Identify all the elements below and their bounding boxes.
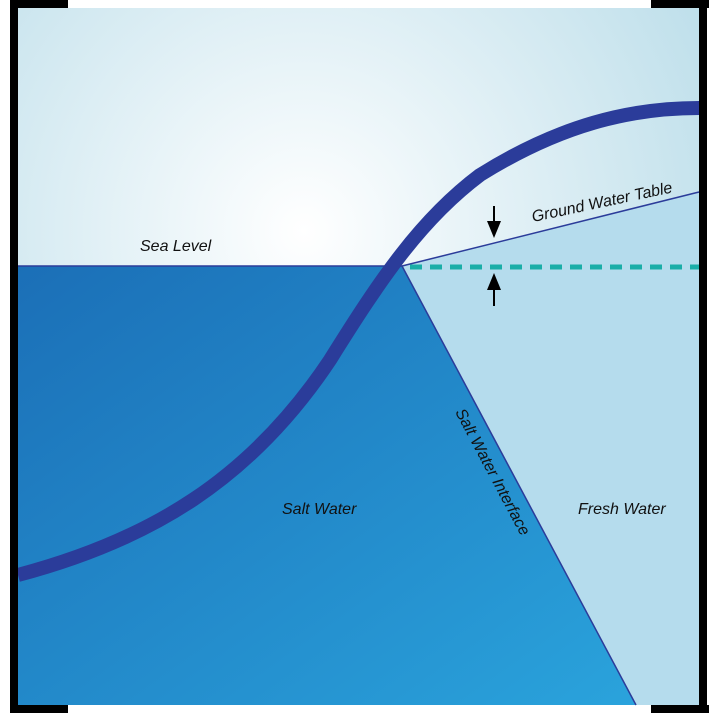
salt-water-region [18,266,636,705]
salt-water-interface-line [401,265,637,706]
land-profile-curve [16,101,700,582]
salt-water-label: Salt Water [282,501,357,518]
ground-water-table-line [401,191,700,267]
down-arrow-icon [487,206,501,238]
up-arrow-icon [487,273,501,306]
fresh-water-region [402,192,699,705]
fresh-water-label: Fresh Water [578,501,666,518]
sea-level-label: Sea Level [140,238,212,255]
frame-corners [10,0,709,713]
